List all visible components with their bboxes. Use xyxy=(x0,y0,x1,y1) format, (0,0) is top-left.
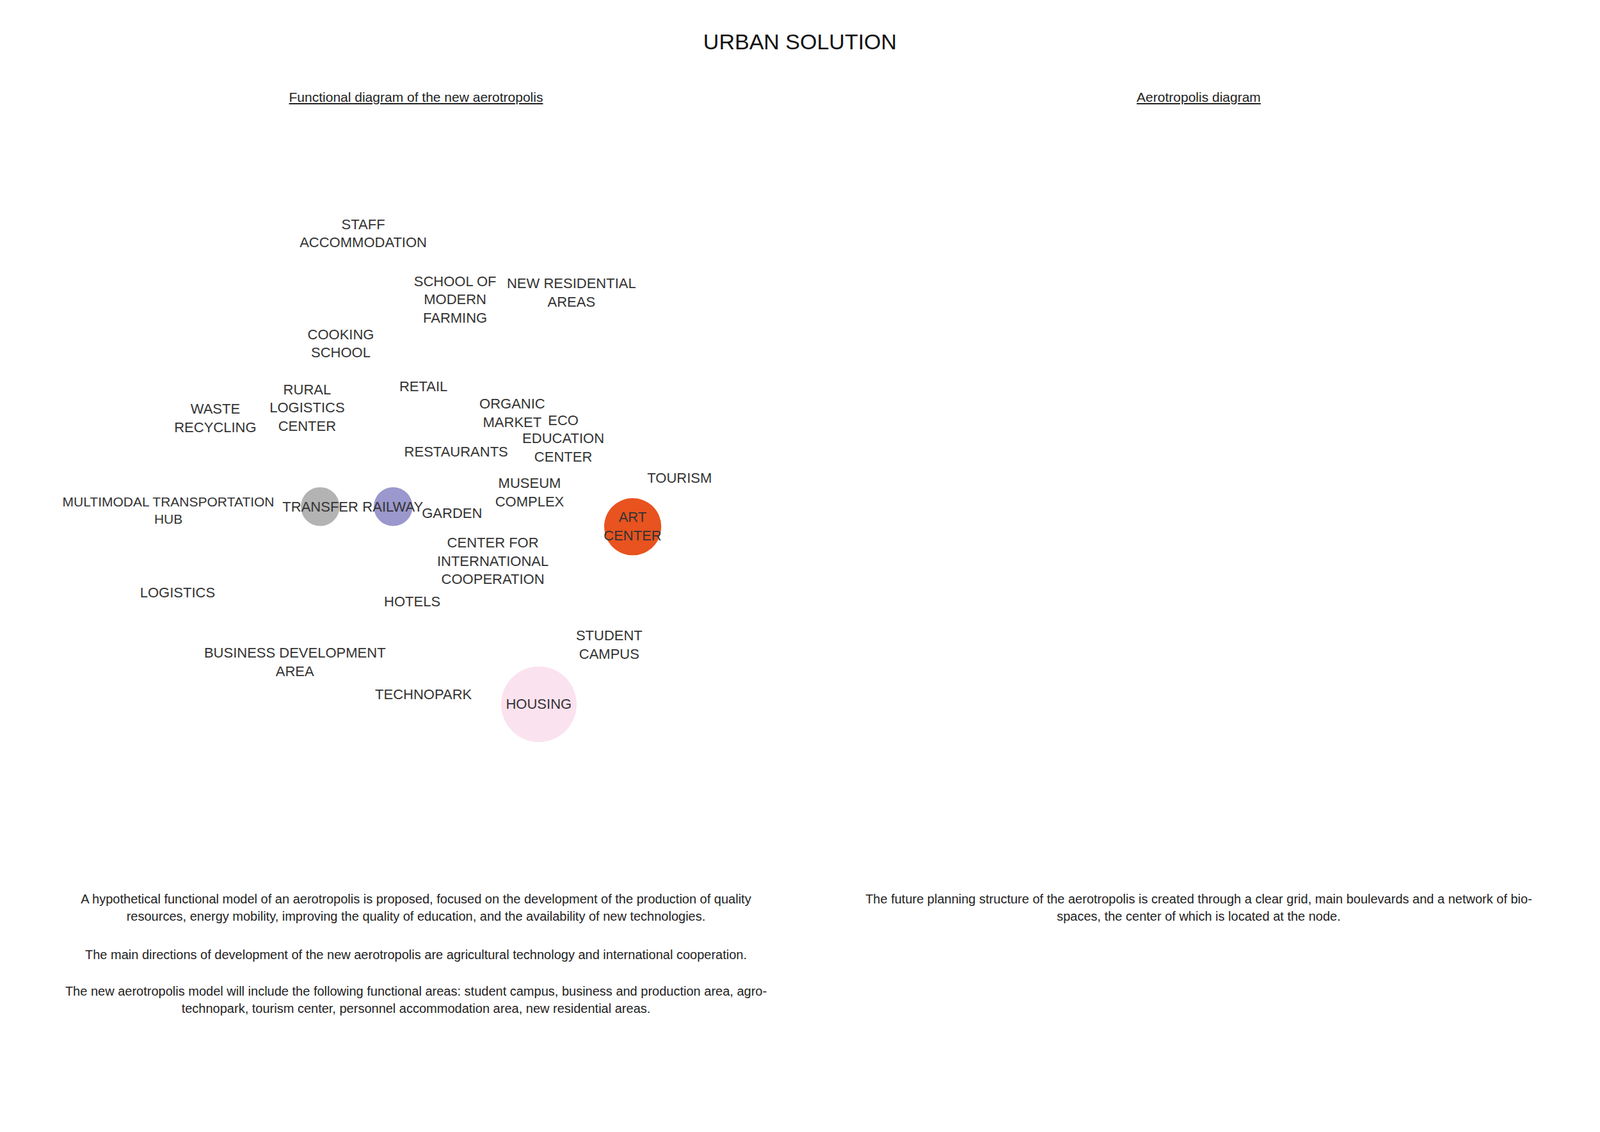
zone-shape xyxy=(464,559,683,778)
zone-label: TECHNOPARK xyxy=(369,685,477,704)
zone-label: NEW RESIDENTIAL AREAS xyxy=(494,274,648,312)
text-holder: The new aerotropolis model will include … xyxy=(54,982,778,1017)
zone-circle: COOKING SCHOOL xyxy=(314,318,368,372)
zone-label: STAFF ACCOMMODATION xyxy=(296,215,430,253)
zone-circle: ECO EDUCATION CENTER xyxy=(547,408,581,441)
zone-circle: LOGISTICS xyxy=(139,556,216,632)
zone-circle: RAILWAY xyxy=(373,487,413,527)
diagram-subtitle: Functional diagram of the new aerotropol… xyxy=(128,88,704,107)
zone-circle: TECHNOPARK xyxy=(380,654,467,740)
background-grid xyxy=(42,126,790,874)
zone-circle: RESTAURANTS xyxy=(429,427,483,481)
zone-circle: TOURISM ART CENTER xyxy=(570,370,789,589)
zone-circle: WASTE RECYCLING xyxy=(176,379,255,457)
zone-label: WASTE RECYCLING xyxy=(169,400,262,437)
text-holder: Functional diagram of the new aerotropol… xyxy=(128,88,704,107)
zone-circle: GARDEN xyxy=(425,487,479,541)
zone-circle: ART CENTER xyxy=(604,497,662,555)
zone-label: COOKING SCHOOL xyxy=(304,325,378,363)
text-holder: URBAN SOLUTION xyxy=(512,29,1088,55)
zone-circle: STUDENT CAMPUS HOUSING xyxy=(464,559,683,778)
zone-label: ECO EDUCATION CENTER xyxy=(516,411,611,467)
caption-paragraph: The future planning structure of the aer… xyxy=(853,890,1545,925)
zone-label: RURAL LOGISTICS CENTER xyxy=(265,380,350,436)
zone-label: GARDEN xyxy=(416,504,489,523)
zone-shape xyxy=(491,455,568,531)
zone-label: ORGANIC MARKET xyxy=(474,394,552,432)
caption-paragraph: A hypothetical functional model of an ae… xyxy=(54,890,778,925)
zone-shape xyxy=(604,497,662,555)
page-title: URBAN SOLUTION xyxy=(512,29,1088,55)
zone-circle: RURAL LOGISTICS CENTER xyxy=(252,353,361,463)
zone-label: RETAIL xyxy=(382,377,465,397)
zone-circle: MUSEUM COMPLEX xyxy=(491,455,568,531)
zone-circle: CENTER FOR INTERNATIONAL COOPERATION xyxy=(461,530,523,592)
zone-circle: NEW RESIDENTIAL AREAS xyxy=(463,185,680,402)
zone-circle: HOUSING xyxy=(501,666,577,742)
text-holder: A hypothetical functional model of an ae… xyxy=(54,890,778,925)
zone-ellipse: MULTIMODAL TRANSPORTATION HUBTRANSFERRAI… xyxy=(46,439,455,574)
zone-label: TOURISM xyxy=(618,469,741,488)
zone-label: RAILWAY xyxy=(357,497,429,517)
zone-label: SCHOOL OF MODERN FARMING xyxy=(411,272,499,328)
caption-paragraph: The new aerotropolis model will include … xyxy=(54,982,778,1017)
caption-paragraph: The main directions of development of th… xyxy=(54,945,778,964)
zone-circle: TRANSFER xyxy=(300,487,340,527)
zone-circle: SCHOOL OF MODERN FARMING xyxy=(428,268,484,324)
zone-label: ART CENTER xyxy=(600,508,665,545)
text-holder: Aerotropolis diagram xyxy=(910,88,1487,107)
zone-circle: BUSINESS DEVELOPMENT AREA xyxy=(185,554,404,774)
zone-label: TRANSFER xyxy=(282,497,360,517)
text-holder: The future planning structure of the aer… xyxy=(853,890,1545,925)
zone-label: MUSEUM COMPLEX xyxy=(489,474,569,511)
zone-label: HOTELS xyxy=(376,592,448,612)
zone-label: STUDENT CAMPUS xyxy=(568,626,651,664)
text-holder: The main directions of development of th… xyxy=(54,945,778,964)
zone-label: MULTIMODAL TRANSPORTATION HUB xyxy=(49,492,287,528)
zone-shape xyxy=(176,379,255,457)
aerotropolis-plan xyxy=(846,112,1577,905)
zone-label: BUSINESS DEVELOPMENT AREA xyxy=(192,643,397,681)
zone-label: RESTAURANTS xyxy=(389,442,523,462)
node-hub xyxy=(887,331,1125,638)
zone-label: CENTER FOR INTERNATIONAL COOPERATION xyxy=(427,533,559,589)
zone-label: LOGISTICS xyxy=(136,583,219,603)
zone-label: HOUSING xyxy=(499,695,579,714)
diagram-subtitle: Aerotropolis diagram xyxy=(910,88,1487,107)
